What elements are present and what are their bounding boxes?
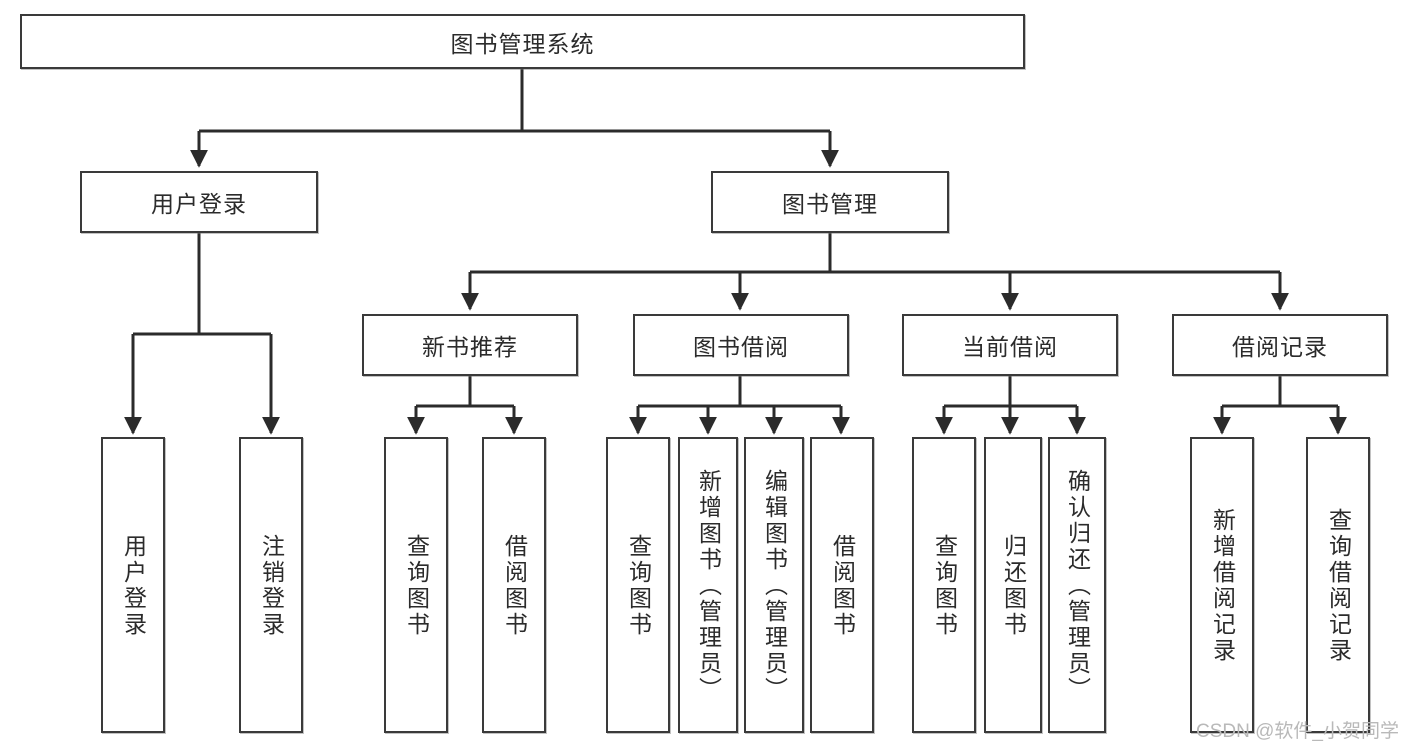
node-current-borrow[interactable]: 当前借阅 <box>902 314 1118 376</box>
leaf-current-borrow-query[interactable]: 查询图书 <box>912 437 976 733</box>
leaf-new-book-query[interactable]: 查询图书 <box>384 437 448 733</box>
leaf-borrow-record-add[interactable]: 新增借阅记录 <box>1190 437 1254 733</box>
node-borrow-record[interactable]: 借阅记录 <box>1172 314 1388 376</box>
node-root[interactable]: 图书管理系统 <box>20 14 1025 69</box>
leaf-user-login-logout[interactable]: 注销登录 <box>239 437 303 733</box>
node-user-login[interactable]: 用户登录 <box>80 171 318 233</box>
leaf-book-borrow-add[interactable]: 新增图书（管理员） <box>678 437 738 733</box>
leaf-current-borrow-confirm-return[interactable]: 确认归还（管理员） <box>1048 437 1106 733</box>
leaf-borrow-record-query[interactable]: 查询借阅记录 <box>1306 437 1370 733</box>
leaf-book-borrow-borrow[interactable]: 借阅图书 <box>810 437 874 733</box>
leaf-new-book-borrow[interactable]: 借阅图书 <box>482 437 546 733</box>
leaf-book-borrow-query[interactable]: 查询图书 <box>606 437 670 733</box>
node-new-book-recommend[interactable]: 新书推荐 <box>362 314 578 376</box>
csdn-watermark: CSDN @软件_小贺同学 <box>1196 721 1399 742</box>
leaf-book-borrow-edit[interactable]: 编辑图书（管理员） <box>744 437 804 733</box>
node-book-manage[interactable]: 图书管理 <box>711 171 949 233</box>
leaf-current-borrow-return[interactable]: 归还图书 <box>984 437 1042 733</box>
node-book-borrow[interactable]: 图书借阅 <box>633 314 849 376</box>
leaf-user-login-login[interactable]: 用户登录 <box>101 437 165 733</box>
